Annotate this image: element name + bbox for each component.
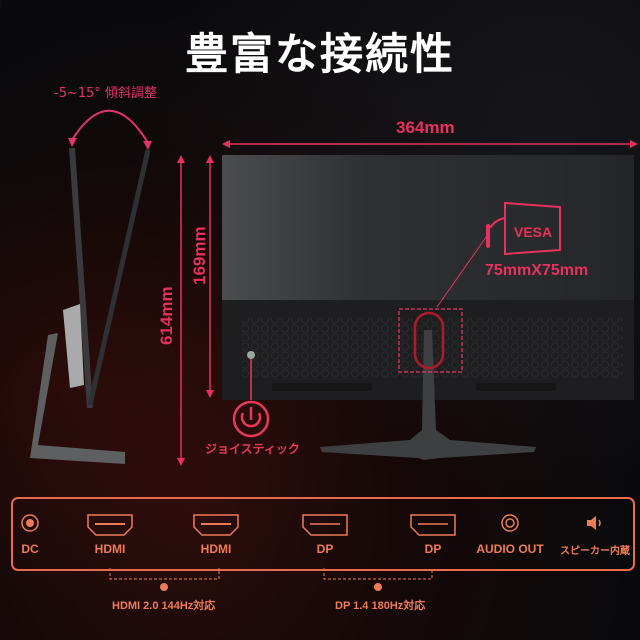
hdmi-spec-note: HDMI 2.0 144Hz対応 bbox=[112, 600, 216, 612]
page-title: 豊富な接続性 bbox=[185, 30, 455, 80]
total-height-label: 614mm bbox=[157, 286, 176, 345]
displayport-icon bbox=[410, 514, 456, 536]
port-label: DP bbox=[316, 542, 334, 556]
dc-jack-icon bbox=[21, 514, 39, 532]
port-dp-2: DP bbox=[408, 499, 458, 569]
port-label: DP bbox=[424, 542, 442, 556]
dp-bracket bbox=[323, 568, 433, 591]
joystick-label: ジョイスティック bbox=[205, 442, 300, 456]
port-dp-1: DP bbox=[300, 499, 350, 569]
dp-spec-note: DP 1.4 180Hz対応 bbox=[335, 600, 426, 612]
hdmi-port-icon bbox=[193, 514, 239, 536]
tilt-angle-label: -5~15° 傾斜調整 bbox=[54, 86, 158, 101]
port-label: HDMI bbox=[200, 542, 232, 556]
joystick-power-icon bbox=[232, 400, 270, 438]
width-dimension-label: 364mm bbox=[396, 118, 455, 137]
height-dimension-lines bbox=[177, 155, 214, 466]
speaker-icon bbox=[587, 516, 601, 530]
hdmi-bracket bbox=[109, 568, 220, 591]
side-view-monitor bbox=[30, 147, 151, 464]
width-dimension-line bbox=[222, 140, 638, 148]
audio-jack-icon bbox=[501, 514, 519, 532]
vesa-size-label: 75mmX75mm bbox=[485, 262, 589, 279]
port-label: DC bbox=[21, 542, 39, 556]
port-label: AUDIO OUT bbox=[476, 542, 544, 556]
port-dc: DC bbox=[15, 499, 45, 569]
port-audio-out: AUDIO OUT bbox=[475, 499, 545, 569]
rear-view-monitor bbox=[222, 155, 634, 460]
port-speaker: スピーカー内蔵 bbox=[555, 499, 635, 569]
tilt-arc bbox=[68, 109, 152, 150]
displayport-icon bbox=[302, 514, 348, 536]
vesa-label: VESA bbox=[514, 224, 553, 240]
port-label: スピーカー内蔵 bbox=[560, 546, 630, 557]
ports-panel: DC HDMI HDMI DP DP AUDIO OUT bbox=[11, 497, 635, 571]
port-hdmi-2: HDMI bbox=[191, 499, 241, 569]
port-hdmi-1: HDMI bbox=[85, 499, 135, 569]
port-label: HDMI bbox=[94, 542, 126, 556]
panel-height-label: 169mm bbox=[190, 226, 209, 285]
hdmi-port-icon bbox=[87, 514, 133, 536]
